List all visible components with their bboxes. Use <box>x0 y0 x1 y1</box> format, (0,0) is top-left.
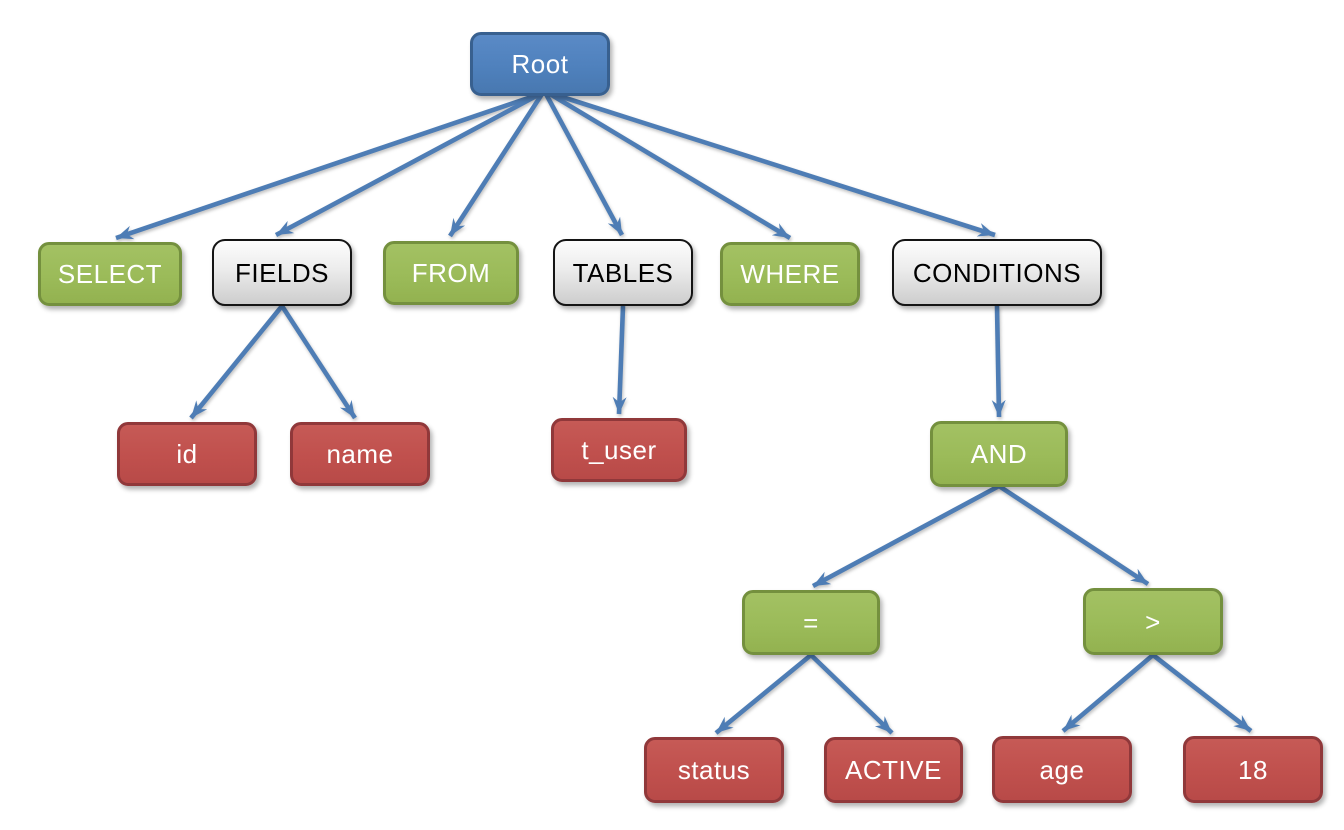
edge-fields-id <box>189 304 284 420</box>
node-from: FROM <box>383 241 519 305</box>
edge-tables-tuser <box>612 305 627 415</box>
edge-root-where <box>548 92 792 240</box>
edge-root-from <box>448 92 544 238</box>
node-18: 18 <box>1183 736 1323 803</box>
node-status: status <box>644 737 784 803</box>
node-id: id <box>117 422 257 486</box>
node-equals: = <box>742 590 880 655</box>
node-t-user: t_user <box>551 418 687 482</box>
edge-and-eq <box>811 483 1001 589</box>
node-select: SELECT <box>38 242 182 306</box>
edge-root-conditions <box>552 91 996 238</box>
node-conditions: CONDITIONS <box>892 239 1102 306</box>
edge-root-fields <box>274 91 542 238</box>
edge-gt-18 <box>1151 653 1253 733</box>
node-root: Root <box>470 32 610 96</box>
edge-eq-active <box>809 653 894 735</box>
edge-root-select <box>115 91 541 241</box>
edge-eq-status <box>714 653 813 735</box>
node-where: WHERE <box>720 242 860 306</box>
edge-root-tables <box>543 92 625 237</box>
node-fields: FIELDS <box>212 239 352 306</box>
edge-and-gt <box>997 484 1150 586</box>
node-greater: > <box>1083 588 1223 655</box>
node-tables: TABLES <box>553 239 693 306</box>
edge-gt-age <box>1061 653 1155 733</box>
node-and: AND <box>930 421 1068 487</box>
node-active: ACTIVE <box>824 737 963 803</box>
node-age: age <box>992 736 1132 803</box>
edge-fields-name <box>280 304 357 420</box>
node-name: name <box>290 422 430 486</box>
edge-conditions-and <box>991 305 1006 418</box>
